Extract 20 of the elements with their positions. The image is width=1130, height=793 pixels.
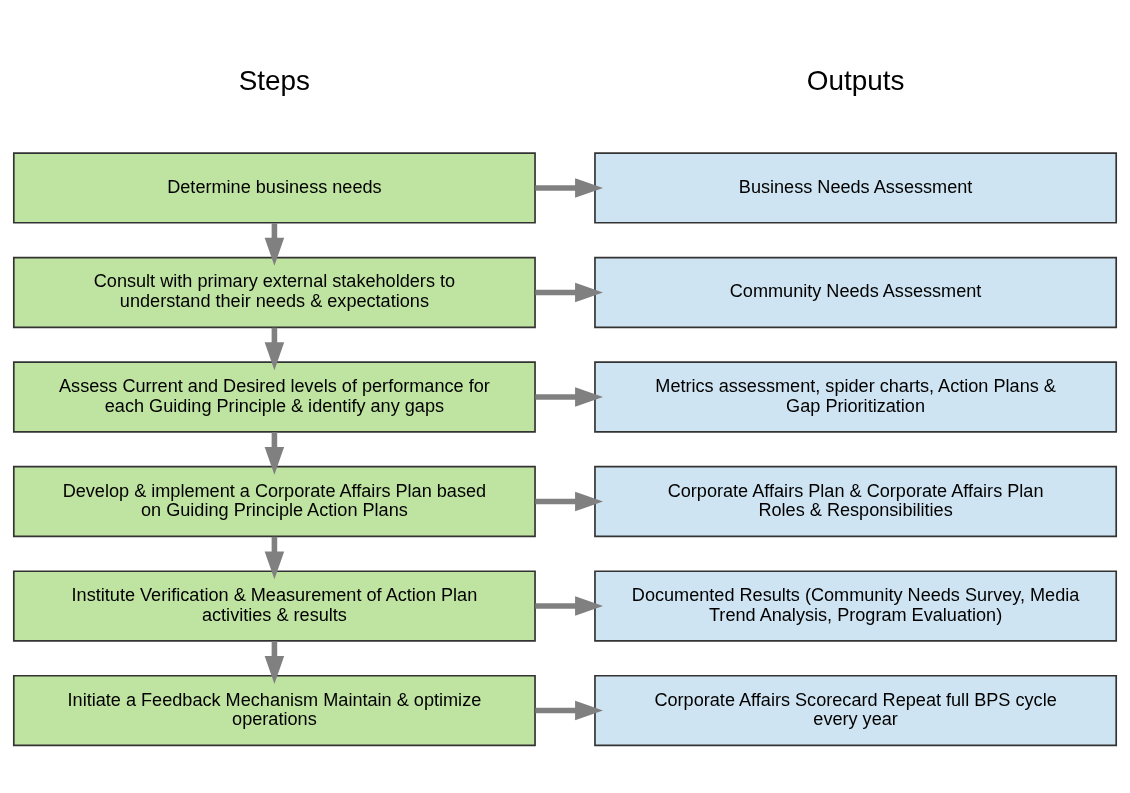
label: Steps: [238, 64, 311, 96]
node-box: Determine business needs: [12, 151, 536, 224]
arrow: [535, 491, 604, 511]
arrow: [535, 700, 604, 720]
arrow: [535, 386, 604, 407]
node-box: Assess Current and Desired levels of performance for each Guiding Principle & identify any gaps: [12, 360, 536, 433]
node-box: Corporate Affairs Scorecard Repeat full BPS cycle every year: [594, 674, 1118, 746]
node-box: Documented Results (Community Needs Survey, Media Trend Analysis, Program Evaluation): [594, 569, 1118, 642]
node-box: Institute Verification & Measurement of Action Plan activities & results: [12, 569, 536, 642]
node-box: Community Needs Assessment: [594, 256, 1118, 328]
arrow: [535, 282, 604, 302]
node-box: Corporate Affairs Plan & Corporate Affairs Plan Roles & Responsibilities: [594, 465, 1118, 537]
arrow: [535, 595, 604, 616]
arrow: [535, 177, 604, 198]
node-box: Consult with primary external stakeholders to understand their needs & expectations: [12, 256, 536, 328]
label: Outputs: [806, 64, 905, 96]
node-box: Metrics assessment, spider charts, Action Plans & Gap Prioritization: [594, 360, 1118, 433]
node-box: Develop & implement a Corporate Affairs Plan based on Guiding Principle Action Plans: [12, 465, 536, 537]
node-box: Business Needs Assessment: [594, 151, 1118, 224]
node-box: Initiate a Feedback Mechanism Maintain & optimize operations: [12, 674, 536, 746]
